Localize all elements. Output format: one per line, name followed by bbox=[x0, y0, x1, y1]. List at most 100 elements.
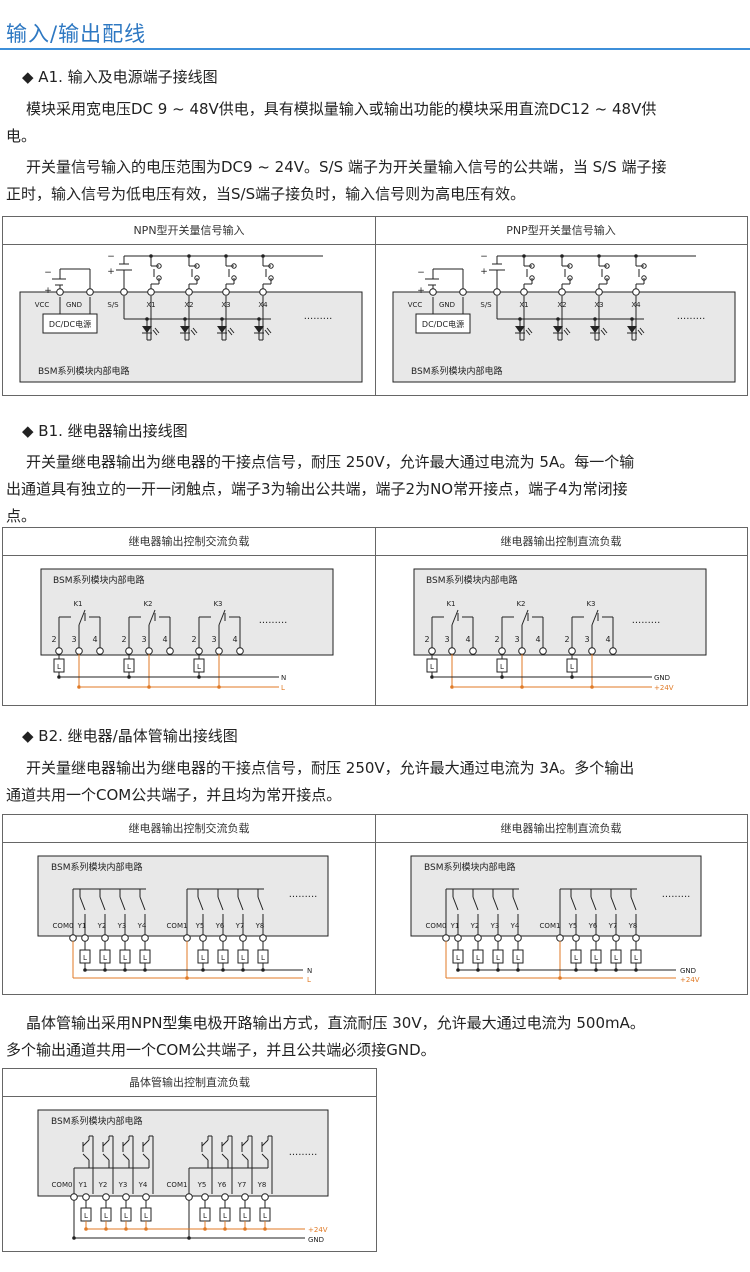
transistor-collector bbox=[82, 1139, 90, 1147]
relay-blade bbox=[630, 896, 637, 911]
load-label: L bbox=[201, 954, 205, 962]
terminal bbox=[592, 934, 600, 942]
output-label-y4: Y4 bbox=[510, 922, 520, 930]
b1-right-title: 继电器输出控制直流负载 bbox=[500, 535, 622, 548]
relay-blade bbox=[451, 609, 459, 626]
output-label-y3: Y3 bbox=[117, 922, 127, 930]
led-ray bbox=[229, 327, 235, 334]
output-label-y8: Y8 bbox=[257, 1181, 267, 1189]
com1-label: COM1 bbox=[540, 922, 561, 930]
minus-sign-2: − bbox=[107, 252, 115, 262]
relay-blade bbox=[610, 896, 617, 911]
terminal-3-label: 3 bbox=[514, 635, 519, 644]
p24-label: +24V bbox=[654, 684, 674, 692]
led-ray bbox=[527, 327, 533, 334]
terminal-2-label: 2 bbox=[494, 635, 499, 644]
output-label-y3: Y3 bbox=[490, 922, 500, 930]
led-ray bbox=[600, 329, 606, 336]
output-label-y4: Y4 bbox=[138, 1181, 148, 1189]
load-label: L bbox=[241, 954, 245, 962]
terminal bbox=[222, 288, 230, 296]
terminal bbox=[141, 934, 149, 942]
load-label: L bbox=[500, 663, 504, 671]
b1-panel-divider bbox=[375, 528, 376, 705]
output-label-y2: Y2 bbox=[470, 922, 480, 930]
terminal-3-label: 3 bbox=[584, 635, 589, 644]
terminal bbox=[69, 934, 77, 942]
load-label: L bbox=[104, 1212, 108, 1220]
section-b1-heading: ◆ B1. 继电器输出接线图 bbox=[22, 422, 188, 440]
terminal bbox=[185, 288, 193, 296]
b1-p1-line1: 开关量继电器输出为继电器的干接点信号，耐压 250V，允许最大通过电流为 5A。… bbox=[26, 453, 635, 471]
terminal bbox=[55, 647, 63, 655]
terminal-4-label: 4 bbox=[92, 635, 97, 644]
opto-led bbox=[515, 326, 525, 333]
terminal bbox=[454, 934, 462, 942]
b1-p1-line2: 出通道具有独立的一开一闭触点，端子3为输出公共端，端子2为NO常开接点，端子4为… bbox=[6, 480, 628, 498]
relay-blade bbox=[452, 896, 459, 911]
junction-dot bbox=[77, 685, 81, 689]
terminal bbox=[520, 288, 528, 296]
led-ray bbox=[563, 329, 569, 336]
output-label-y7: Y7 bbox=[235, 922, 245, 930]
led-ray bbox=[192, 327, 198, 334]
opto-led bbox=[142, 326, 152, 333]
minus-sign: − bbox=[44, 268, 52, 278]
module-label: BSM系列模块内部电路 bbox=[51, 1115, 143, 1127]
terminal bbox=[539, 647, 547, 655]
ss-label: S/S bbox=[480, 301, 492, 309]
load-label: L bbox=[261, 954, 265, 962]
neutral-label: N bbox=[307, 967, 312, 975]
led-ray bbox=[152, 329, 158, 336]
relay-blade bbox=[257, 896, 264, 911]
module-box bbox=[19, 291, 363, 383]
module-label: BSM系列模块内部电路 bbox=[426, 574, 518, 586]
load-label: L bbox=[143, 954, 147, 962]
transistor-collector bbox=[102, 1139, 110, 1147]
transistor-panel-title: 晶体管输出控制直流负载 bbox=[129, 1076, 250, 1089]
relay-k2-label: K2 bbox=[516, 600, 525, 608]
vcc-label: VCC bbox=[408, 301, 423, 309]
terminal bbox=[498, 647, 506, 655]
output-label-y1: Y1 bbox=[77, 922, 87, 930]
line-label: L bbox=[281, 684, 285, 692]
terminal bbox=[261, 1193, 269, 1201]
transistor-emitter bbox=[261, 1153, 269, 1161]
terminal bbox=[493, 288, 501, 296]
output-label-y7: Y7 bbox=[237, 1181, 247, 1189]
relay-blade bbox=[218, 609, 226, 626]
terminal bbox=[122, 1193, 130, 1201]
page-title: 输入/输出配线 bbox=[6, 22, 147, 46]
load-label: L bbox=[124, 1212, 128, 1220]
output-label-y4: Y4 bbox=[137, 922, 147, 930]
terminal-3-label: 3 bbox=[211, 635, 216, 644]
line-label: L bbox=[307, 976, 311, 984]
continuation-dots: ········· bbox=[289, 892, 318, 903]
gnd-label: GND bbox=[439, 301, 455, 309]
npn-input-diagram: BSM系列模块内部电路DC/DC电源VCCGNDS/SX1X2X3X4−+−+·… bbox=[19, 252, 363, 383]
terminal bbox=[588, 647, 596, 655]
b2-right-title: 继电器输出控制直流负载 bbox=[500, 822, 622, 835]
load-label: L bbox=[430, 663, 434, 671]
gnd-label: GND bbox=[66, 301, 82, 309]
opto-led bbox=[627, 326, 637, 333]
b1-p1-line3: 点。 bbox=[6, 507, 37, 525]
relay-blade bbox=[590, 896, 597, 911]
plus-sign-2: + bbox=[107, 267, 115, 277]
relay-blade bbox=[521, 609, 529, 626]
transistor-emitter bbox=[201, 1153, 209, 1161]
gnd-label: GND bbox=[308, 1236, 324, 1244]
output-label-y2: Y2 bbox=[97, 922, 107, 930]
output-label-y2: Y2 bbox=[98, 1181, 108, 1189]
ss-label: S/S bbox=[107, 301, 119, 309]
transistor-collector bbox=[122, 1139, 130, 1147]
load-label: L bbox=[57, 663, 61, 671]
load-label: L bbox=[476, 954, 480, 962]
